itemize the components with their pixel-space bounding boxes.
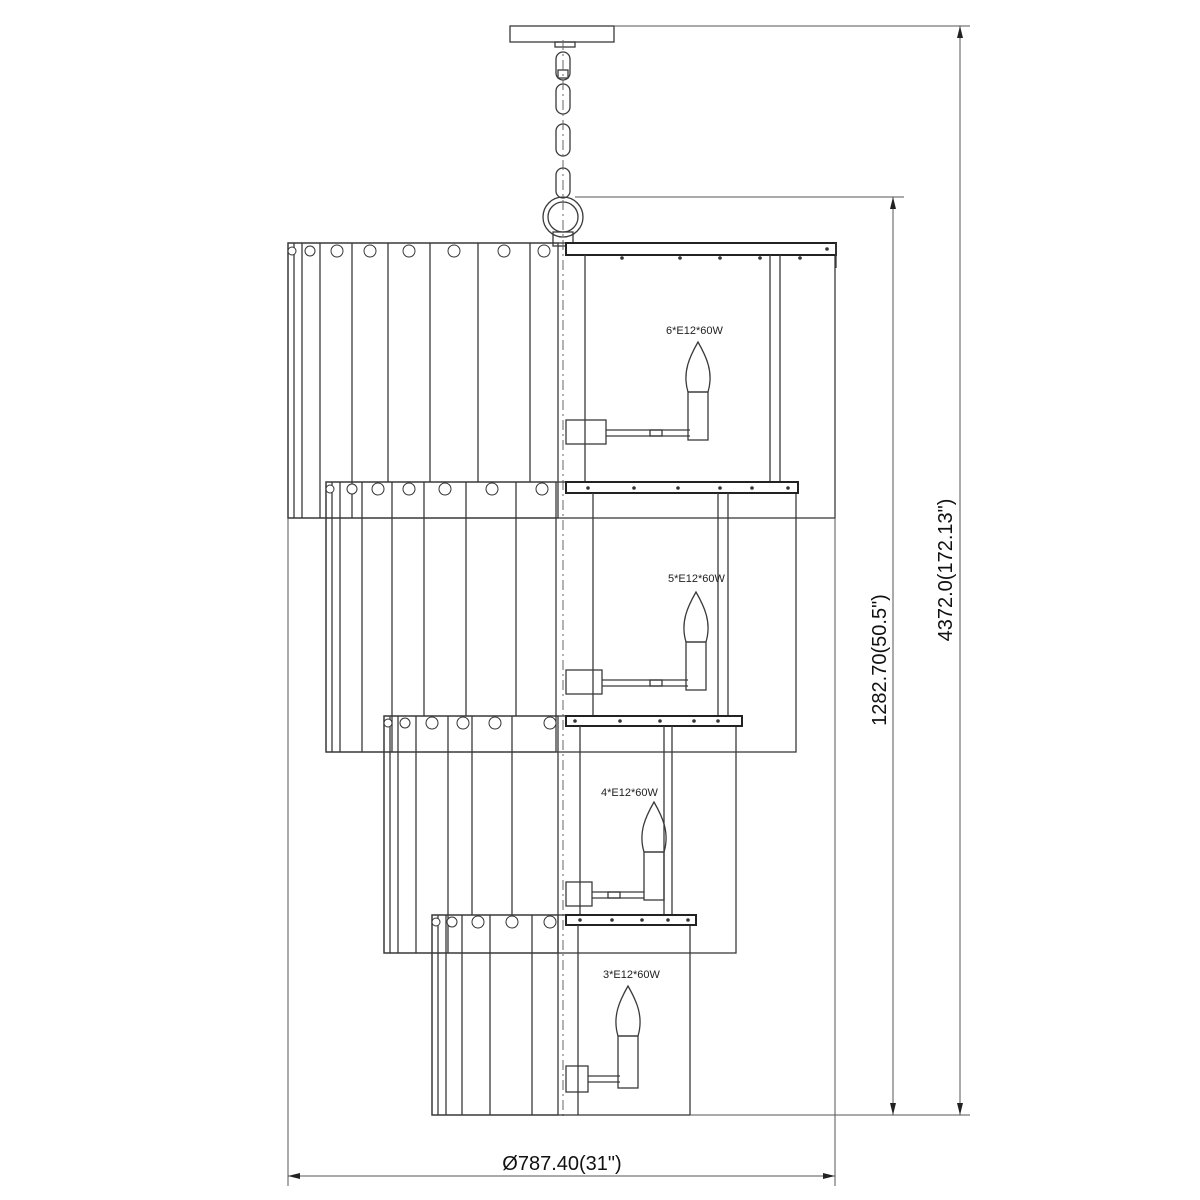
tier-3: 4*E12*60W <box>383 715 743 954</box>
tier-2: 5*E12*60W <box>325 481 799 753</box>
lamp-label-tier-1: 6*E12*60W <box>666 325 723 337</box>
lamp-label-tier-3: 4*E12*60W <box>601 787 658 799</box>
diameter-dimension: Ø787.40(31") <box>502 1153 621 1175</box>
tier-1: 6*E12*60W <box>287 242 837 519</box>
dimension-lines <box>287 25 970 1186</box>
lamp-label-tier-4: 3*E12*60W <box>603 969 660 981</box>
body-height-dimension: 1282.70(50.5") <box>869 594 891 726</box>
overall-height-dimension: 4372.0(172.13") <box>935 499 957 642</box>
tier-4: 3*E12*60W <box>431 914 697 1116</box>
lamp-label-tier-2: 5*E12*60W <box>668 573 725 585</box>
canopy <box>509 25 615 48</box>
